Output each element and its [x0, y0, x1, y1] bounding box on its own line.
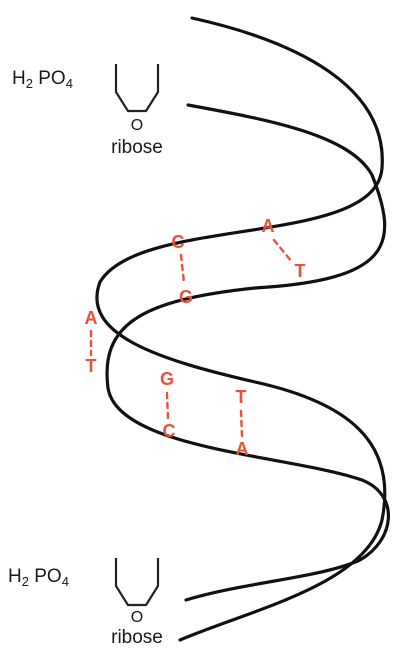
base-pair-1-bottom-letter: G	[179, 287, 193, 307]
base-pair-5-bond	[239, 409, 244, 439]
bottom-sugar-phosphate-unit: H2 PO4 O ribose	[8, 558, 163, 648]
base-pair-3-top-letter: A	[85, 308, 98, 328]
bottom-ring-oxygen-label: O	[131, 609, 143, 626]
bottom-phosphate-label: H2 PO4	[8, 566, 69, 589]
base-pair-4-bottom-letter: C	[163, 421, 176, 441]
base-pair-2-bond	[272, 238, 294, 264]
base-pair-2-bottom-letter: T	[295, 261, 306, 281]
base-pair-4-bond	[165, 391, 170, 421]
top-ribose-ring-icon	[114, 64, 160, 113]
base-pair-1-top-letter: C	[172, 232, 185, 252]
top-ring-oxygen-label: O	[131, 117, 143, 134]
base-pair-1: C G	[172, 232, 194, 307]
helix-strand-a	[95, 16, 387, 642]
helix-strand-b	[105, 103, 390, 602]
top-phosphate-label: H2 PO4	[12, 68, 73, 91]
base-pair-5-bottom-letter: A	[236, 439, 249, 459]
top-ribose-label: ribose	[111, 137, 163, 158]
base-pair-4: G C	[160, 369, 176, 441]
base-pair-5: T A	[236, 387, 249, 459]
base-pair-2-top-letter: A	[262, 216, 275, 236]
base-pair-3: A T	[85, 308, 98, 376]
base-pair-5-top-letter: T	[236, 387, 247, 407]
base-pair-4-top-letter: G	[160, 369, 174, 389]
base-pair-2: A T	[262, 216, 306, 281]
base-pair-3-bottom-letter: T	[86, 356, 97, 376]
bottom-ribose-ring-icon	[114, 558, 160, 607]
base-pair-1-bond	[179, 253, 186, 285]
top-sugar-phosphate-unit: H2 PO4 O ribose	[12, 64, 163, 158]
bottom-ribose-label: ribose	[111, 627, 163, 648]
